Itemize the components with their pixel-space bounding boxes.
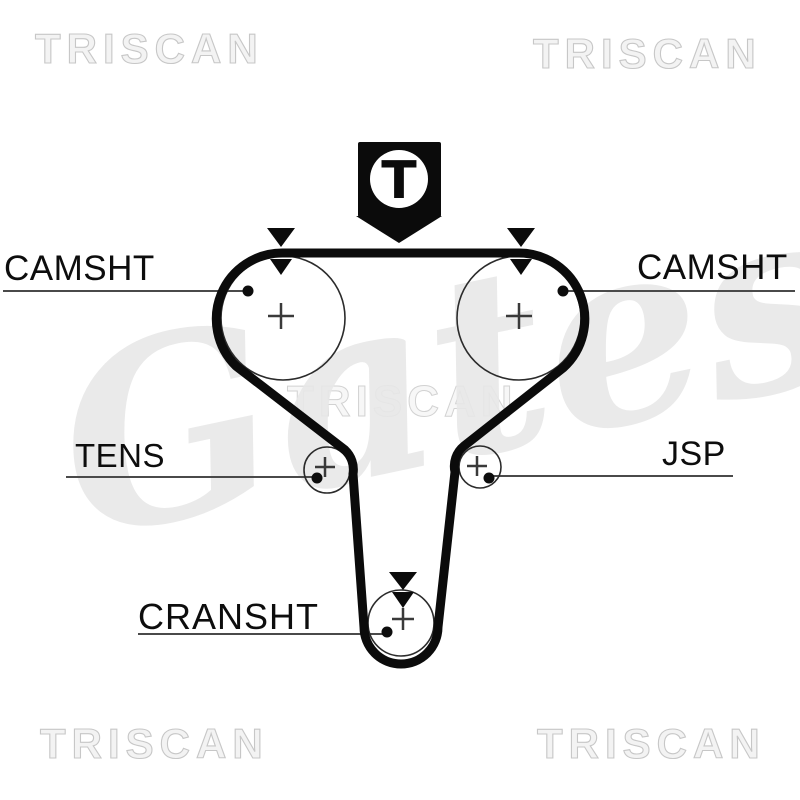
label-camshaft-right: CAMSHT [637,248,788,287]
triscan-watermark-top-left: TRISCAN [34,25,264,72]
label-crankshaft: CRANSHT [138,596,320,637]
triscan-watermark-bottom-right: TRISCAN [536,720,766,767]
label-jockey-pulley: JSP [662,435,726,473]
timing-mark-icon-crankshaft [389,572,417,608]
badge-circle [370,150,428,208]
belt-position-badge: T [356,142,442,243]
badge-letter: T [381,151,417,211]
triscan-watermark-bottom-left: TRISCAN [39,720,269,767]
triscan-watermark-center: TRISCAN [287,377,518,426]
jockey-pulley [458,445,502,489]
leader-lines [3,290,795,635]
timing-belt [211,248,590,669]
down-triangle-icon [356,216,442,243]
plus-cross-icon-jockey [467,456,487,476]
triscan-watermark-top-right: TRISCAN [532,30,762,77]
label-tensioner: TENS [75,437,166,474]
filled-dot-icon-camshaft-right [557,285,569,297]
filled-dot-icon-jockey [483,472,495,484]
filled-dot-icon-camshaft-left [242,285,254,297]
timing-mark-icon-camshaft-left [267,228,295,275]
plus-cross-icon-camshaft-left [268,303,294,329]
filled-dot-icon-crankshaft [381,626,393,638]
label-camshaft-left: CAMSHT [4,249,155,288]
timing-mark-icon-camshaft-right [507,228,535,275]
plus-cross-icon-camshaft-right [506,303,532,329]
filled-dot-icon-tensioner [311,472,323,484]
plus-cross-icon-crankshaft [392,608,414,630]
plus-cross-icon-tensioner [315,457,335,477]
